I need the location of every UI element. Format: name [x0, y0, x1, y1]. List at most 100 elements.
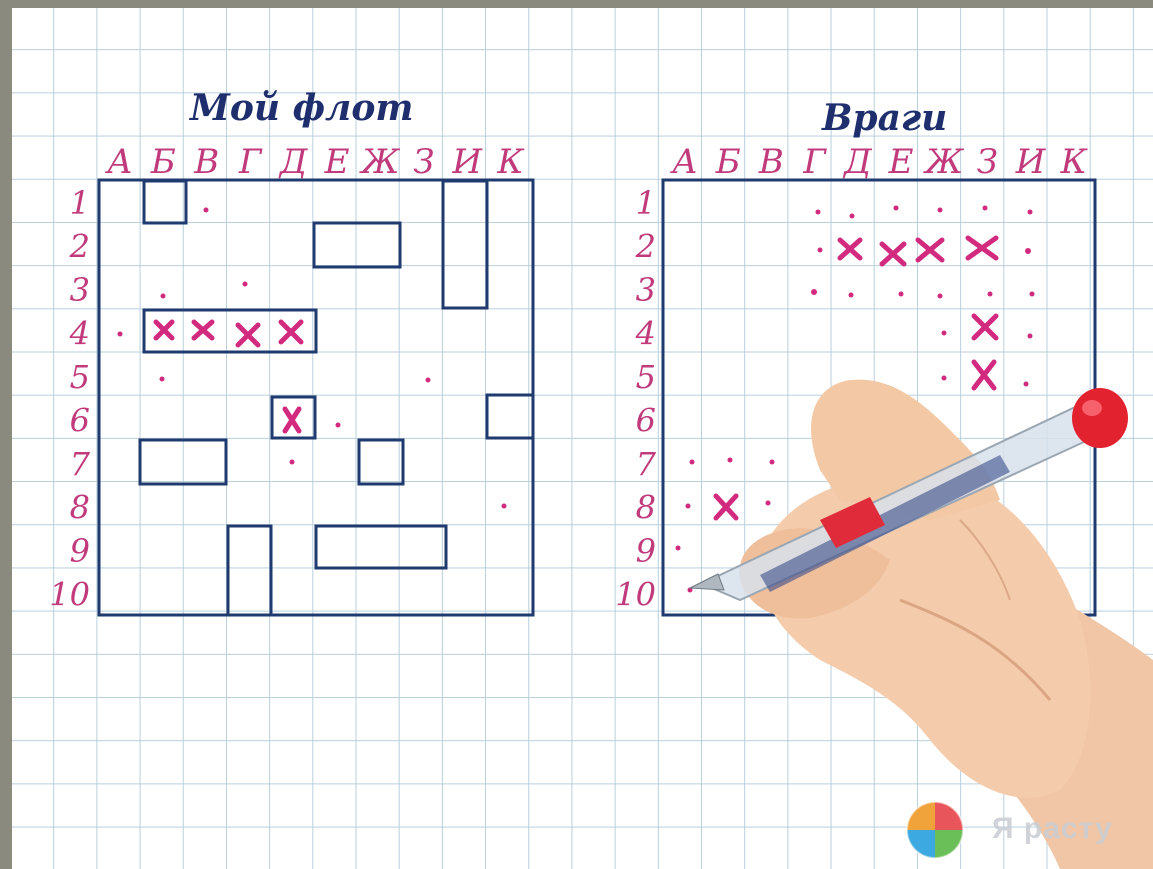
- watermark-logo: Я расту: [900, 800, 1130, 860]
- row-number: 2: [69, 228, 90, 266]
- miss-dot: [686, 504, 691, 509]
- hand-palm: [760, 473, 1090, 797]
- pen-cap-highlight: [1082, 400, 1102, 416]
- miss-dot: [502, 504, 507, 509]
- row-number: 8: [636, 489, 656, 527]
- watermark-text: Я расту: [992, 812, 1113, 846]
- row-number: 2: [635, 228, 656, 266]
- my-fleet-hits: [156, 322, 301, 431]
- my-fleet-title: Мой флот: [188, 87, 414, 129]
- row-number: 6: [70, 402, 90, 440]
- miss-dot: [690, 460, 695, 465]
- column-letter: В: [758, 142, 784, 182]
- ship-1-deck: [487, 395, 533, 438]
- miss-dot: [770, 460, 775, 465]
- row-number: 5: [70, 358, 90, 396]
- row-number: 9: [636, 532, 656, 570]
- hit-mark: [285, 409, 299, 431]
- column-letter: В: [193, 142, 219, 182]
- ship-2-deck: [228, 526, 271, 615]
- column-letter: К: [496, 142, 525, 182]
- column-letter: Е: [324, 142, 350, 182]
- miss-dot: [983, 206, 988, 211]
- miss-dot: [118, 332, 123, 337]
- row-number: 7: [636, 445, 657, 483]
- row-number: 4: [69, 315, 90, 353]
- ship-2-deck: [314, 223, 400, 267]
- column-letter: Д: [278, 142, 309, 182]
- enemies-title: Враги: [821, 97, 947, 139]
- ship-3-deck: [316, 526, 446, 568]
- miss-dot: [938, 294, 943, 299]
- column-letter: Е: [888, 142, 914, 182]
- miss-dot: [1028, 210, 1033, 215]
- enemies-row-numbers: 1 2 3 4 5 6 7 8 9 10: [615, 184, 656, 614]
- row-number: 8: [70, 489, 90, 527]
- hand-with-pen-illustration: [690, 380, 1153, 869]
- miss-dot: [894, 206, 899, 211]
- miss-dot: [766, 501, 771, 506]
- hit-mark: [882, 244, 904, 264]
- miss-dot: [942, 331, 947, 336]
- hit-mark: [974, 362, 994, 388]
- miss-dot: [160, 377, 165, 382]
- miss-dot: [1025, 248, 1031, 254]
- miss-dot: [818, 248, 823, 253]
- column-letter: Ж: [358, 142, 400, 182]
- miss-dot: [426, 378, 431, 383]
- miss-dot: [204, 208, 209, 213]
- row-number: 1: [636, 184, 656, 222]
- hit-mark: [281, 322, 301, 342]
- pen-cap-end: [1072, 388, 1128, 448]
- miss-dot: [811, 289, 817, 295]
- my-fleet-misses: [118, 208, 507, 509]
- ball-icon: [900, 800, 970, 860]
- column-letter: Ж: [922, 142, 964, 182]
- miss-dot: [988, 292, 993, 297]
- miss-dot: [290, 460, 295, 465]
- ship-3-deck: [443, 181, 487, 308]
- hit-mark: [918, 240, 942, 260]
- miss-dot: [728, 458, 733, 463]
- row-number: 1: [70, 184, 90, 222]
- miss-dot: [161, 294, 166, 299]
- row-number: 4: [635, 315, 656, 353]
- miss-dot: [1024, 382, 1029, 387]
- row-number: 3: [70, 271, 90, 309]
- miss-dot: [938, 208, 943, 213]
- hit-mark: [194, 322, 212, 338]
- hit-mark: [840, 240, 860, 258]
- miss-dot: [676, 546, 681, 551]
- hit-mark: [156, 322, 172, 338]
- row-number: 10: [615, 576, 656, 614]
- column-letter: Г: [802, 142, 827, 182]
- ship-1-deck: [144, 181, 186, 223]
- ship-2-deck: [140, 440, 226, 484]
- miss-dot: [1030, 292, 1035, 297]
- column-letter: И: [1015, 142, 1047, 182]
- my-fleet-row-numbers: 1 2 3 4 5 6 7 8 9 10: [49, 184, 90, 614]
- miss-dot: [942, 376, 947, 381]
- column-letter: Б: [150, 142, 176, 182]
- ship-1-deck: [359, 440, 403, 484]
- row-number: 10: [49, 576, 90, 614]
- hit-mark: [716, 496, 736, 518]
- row-number: 6: [636, 402, 656, 440]
- miss-dot: [899, 292, 904, 297]
- miss-dot: [850, 214, 855, 219]
- row-number: 7: [70, 445, 91, 483]
- miss-dot: [816, 210, 821, 215]
- column-letter: А: [105, 142, 133, 182]
- column-letter: Г: [238, 142, 263, 182]
- miss-dot: [336, 423, 341, 428]
- row-number: 5: [636, 358, 656, 396]
- column-letter: Д: [842, 142, 873, 182]
- hit-mark: [974, 316, 996, 338]
- miss-dot: [1028, 334, 1033, 339]
- pen-tip: [690, 574, 724, 590]
- row-number: 3: [636, 271, 656, 309]
- column-letter: К: [1060, 142, 1089, 182]
- row-number: 9: [70, 532, 90, 570]
